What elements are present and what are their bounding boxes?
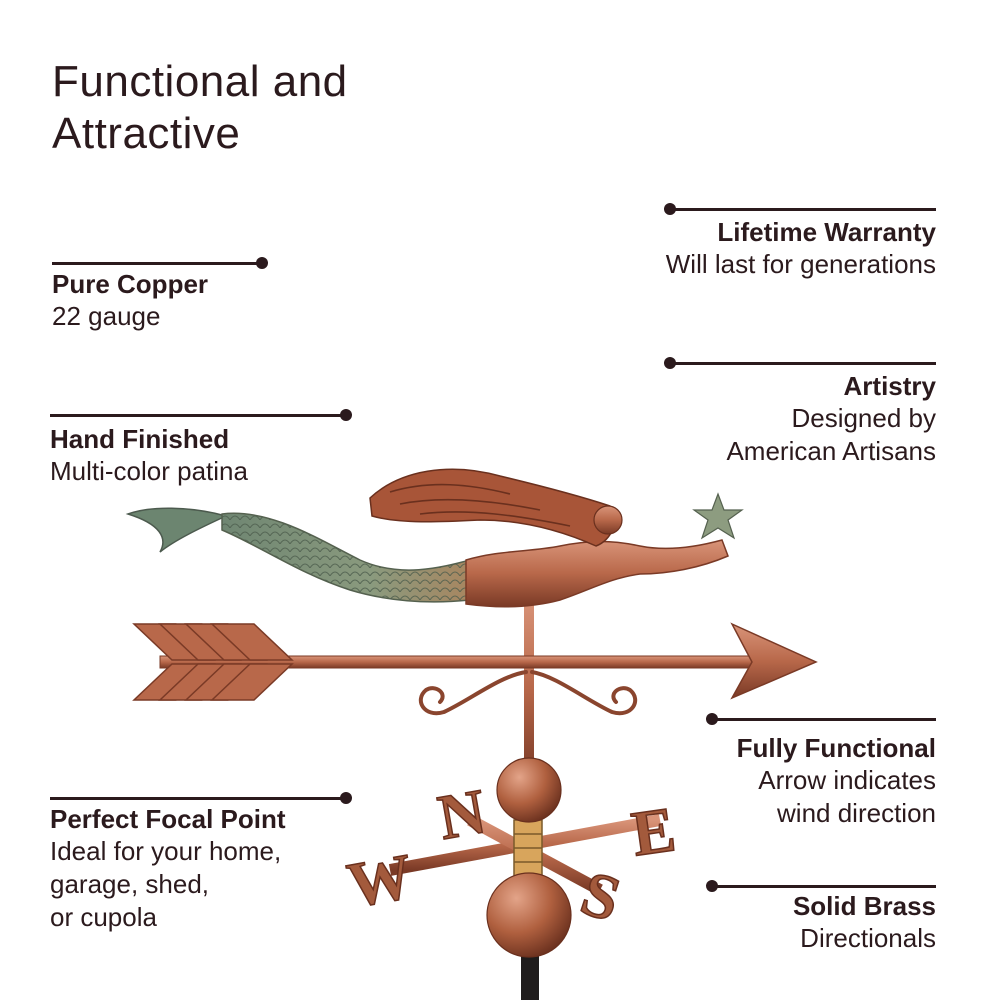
bullet-dot <box>664 203 676 215</box>
west-letter: W <box>342 840 417 921</box>
feature-description-line-2: American Artisans <box>726 436 936 466</box>
feature-pure-copper: Pure Copper 22 gauge <box>52 257 268 333</box>
feature-heading: Fully Functional <box>736 733 936 763</box>
bullet-dot <box>664 357 676 369</box>
mast-rod <box>524 598 534 778</box>
south-letter: S <box>573 857 629 936</box>
page-title: Functional and Attractive <box>52 56 348 160</box>
bullet-dot <box>256 257 268 269</box>
east-letter: E <box>627 793 679 869</box>
feature-heading: Pure Copper <box>52 269 209 299</box>
feature-description-line-2: wind direction <box>777 798 936 828</box>
feature-description-line-3: or cupola <box>50 902 157 932</box>
feature-rule <box>52 257 268 269</box>
title-line-2: Attractive <box>52 109 241 158</box>
feature-rule <box>706 713 936 725</box>
bullet-dot <box>340 409 352 421</box>
bullet-dot <box>706 713 718 725</box>
feature-description-line-1: Arrow indicates <box>758 765 936 795</box>
feature-heading: Lifetime Warranty <box>717 217 936 247</box>
feature-rule <box>664 203 936 215</box>
feature-rule <box>664 357 936 369</box>
feature-description: Directionals <box>800 923 936 953</box>
bullet-dot <box>340 792 352 804</box>
feature-heading: Perfect Focal Point <box>50 804 286 834</box>
feature-description-line-2: garage, shed, <box>50 869 210 899</box>
feature-description: Multi-color patina <box>50 456 248 486</box>
feature-heading: Hand Finished <box>50 424 230 454</box>
feature-lifetime-warranty: Lifetime Warranty Will last for generati… <box>536 203 936 281</box>
feature-hand-finished: Hand Finished Multi-color patina <box>50 409 352 488</box>
mermaid-figure <box>125 468 744 608</box>
feature-description-line-1: Designed by <box>791 403 936 433</box>
feature-solid-brass: Solid Brass Directionals <box>536 880 936 955</box>
upper-ball <box>496 757 562 823</box>
feature-perfect-focal-point: Perfect Focal Point Ideal for your home,… <box>50 792 352 934</box>
feature-heading: Artistry <box>843 371 936 401</box>
brass-collar <box>513 819 543 881</box>
feature-description: 22 gauge <box>52 301 161 331</box>
bullet-dot <box>706 880 718 892</box>
feature-rule <box>50 409 352 421</box>
feature-description-line-1: Ideal for your home, <box>50 836 282 866</box>
title-line-1: Functional and <box>52 57 348 106</box>
lower-ball <box>486 872 572 958</box>
feature-rule <box>50 792 352 804</box>
feature-artistry: Artistry Designed by American Artisans <box>536 357 936 468</box>
directional-arms <box>388 814 662 896</box>
north-letter: N <box>433 775 491 853</box>
feature-fully-functional: Fully Functional Arrow indicates wind di… <box>536 713 936 830</box>
feature-heading: Solid Brass <box>792 891 936 921</box>
feature-description: Will last for generations <box>665 249 936 279</box>
feature-rule <box>706 880 936 892</box>
arrow <box>132 622 818 716</box>
